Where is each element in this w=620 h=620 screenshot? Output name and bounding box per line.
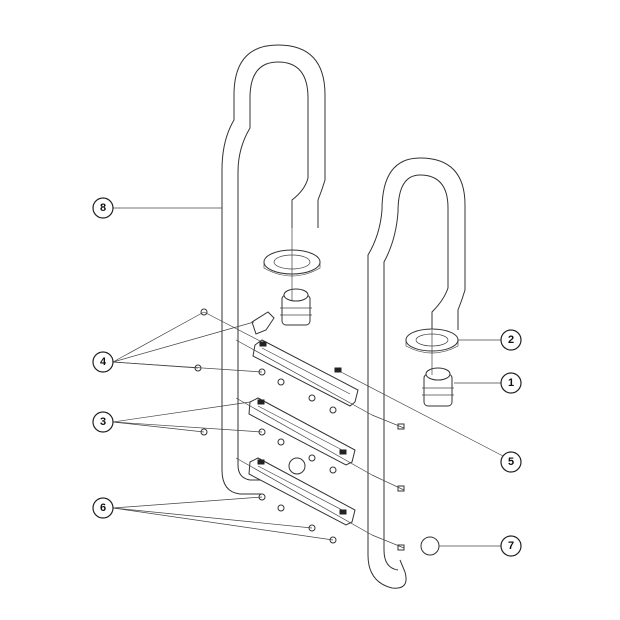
svg-text:8: 8 <box>100 202 106 214</box>
right-handrail <box>367 157 466 589</box>
callout-6: 6 <box>92 497 114 519</box>
callout-3: 3 <box>92 411 114 433</box>
callout-4: 4 <box>92 351 114 373</box>
callout-7: 7 <box>500 535 522 557</box>
step-bracket <box>251 311 275 335</box>
step-3 <box>248 457 356 526</box>
svg-text:7: 7 <box>508 540 514 552</box>
svg-text:2: 2 <box>508 334 514 346</box>
assembly-lines <box>203 200 433 549</box>
anchor-socket-right-1 <box>422 367 454 407</box>
svg-text:3: 3 <box>100 416 106 428</box>
svg-text:1: 1 <box>508 377 514 389</box>
svg-text:5: 5 <box>508 456 514 468</box>
step-2 <box>248 397 356 466</box>
svg-text:6: 6 <box>100 502 106 514</box>
cap-6 <box>288 457 306 475</box>
callout-2: 2 <box>500 329 522 351</box>
callout-5: 5 <box>500 451 522 473</box>
callout-1: 1 <box>500 372 522 394</box>
svg-text:4: 4 <box>100 356 107 368</box>
left-handrail <box>221 44 326 495</box>
anchor-socket-left <box>280 288 312 326</box>
leader-lines <box>112 207 504 547</box>
cap-7 <box>420 536 440 556</box>
callout-8: 8 <box>92 197 114 219</box>
